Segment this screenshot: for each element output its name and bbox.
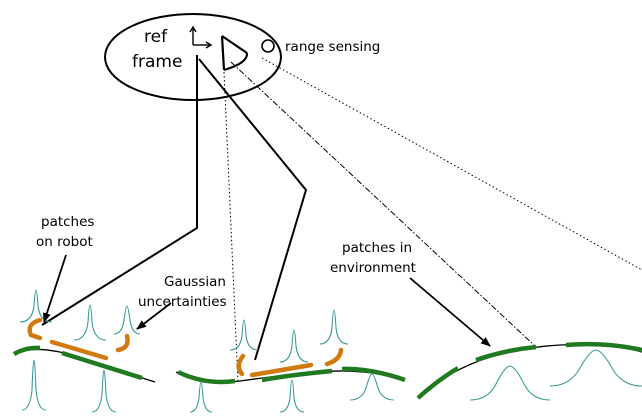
ref-frame-label-line1: ref xyxy=(144,27,168,47)
gaussian-curve xyxy=(549,349,642,387)
right-link xyxy=(198,58,308,361)
gaussian-label-line2: uncertainties xyxy=(138,294,227,310)
axes-icon xyxy=(189,25,213,49)
gaussian-curve xyxy=(19,289,53,323)
robot-patch xyxy=(249,362,314,378)
gaussian-curve xyxy=(279,329,309,363)
arrow-gaussian xyxy=(136,302,172,330)
env-patch xyxy=(177,369,236,385)
env-patch xyxy=(341,366,406,383)
env-patch xyxy=(12,345,41,356)
left-link xyxy=(41,55,198,326)
gaussian-curve xyxy=(189,381,213,413)
gaussian-curve xyxy=(229,319,259,351)
annotation-arrows xyxy=(43,254,491,347)
robot-patch xyxy=(115,333,130,353)
gaussian-curve xyxy=(91,369,117,413)
gaussian-curve xyxy=(279,379,305,413)
gaussian-curve xyxy=(73,304,107,341)
patches-on-robot-label-line1: patches xyxy=(41,214,94,230)
gaussian-curves xyxy=(19,289,642,413)
robot-patches xyxy=(27,317,344,378)
ref-frame-ellipse xyxy=(104,13,282,101)
patches-env-label-line2: environment xyxy=(330,260,416,276)
gaussian-curve xyxy=(21,359,47,411)
sight-line-dashdot xyxy=(230,61,536,347)
arrow-patches-env xyxy=(409,277,491,347)
kinematic-links xyxy=(41,55,308,361)
gaussian-label-line1: Gaussian xyxy=(164,274,226,290)
env-patch xyxy=(475,344,537,363)
arrow-patches-on-robot xyxy=(43,254,67,323)
patches-env-label-line1: patches in xyxy=(342,240,412,256)
gaussian-curve xyxy=(469,365,551,401)
env-patch xyxy=(565,341,642,353)
gaussian-curve xyxy=(113,305,141,335)
sight-line-dotted-1 xyxy=(223,71,239,383)
robot-patch xyxy=(49,339,109,361)
env-patch xyxy=(61,350,143,381)
gaussian-curve xyxy=(349,373,395,401)
sight-line-dotted-2 xyxy=(261,57,642,271)
range-sensing-label: range sensing xyxy=(285,39,380,55)
env-patch xyxy=(416,366,460,400)
gaussian-curve xyxy=(319,309,349,345)
robot-patch xyxy=(324,347,344,367)
range-circle-icon xyxy=(261,39,275,53)
ref-frame-label-line2: frame xyxy=(132,52,182,72)
robot-patch xyxy=(236,353,246,377)
env-patch xyxy=(261,368,333,383)
patches-on-robot-label-line2: on robot xyxy=(36,234,93,250)
sensor-fan-icon xyxy=(220,35,249,72)
surfaces xyxy=(12,341,642,400)
robot-patch xyxy=(27,317,43,341)
